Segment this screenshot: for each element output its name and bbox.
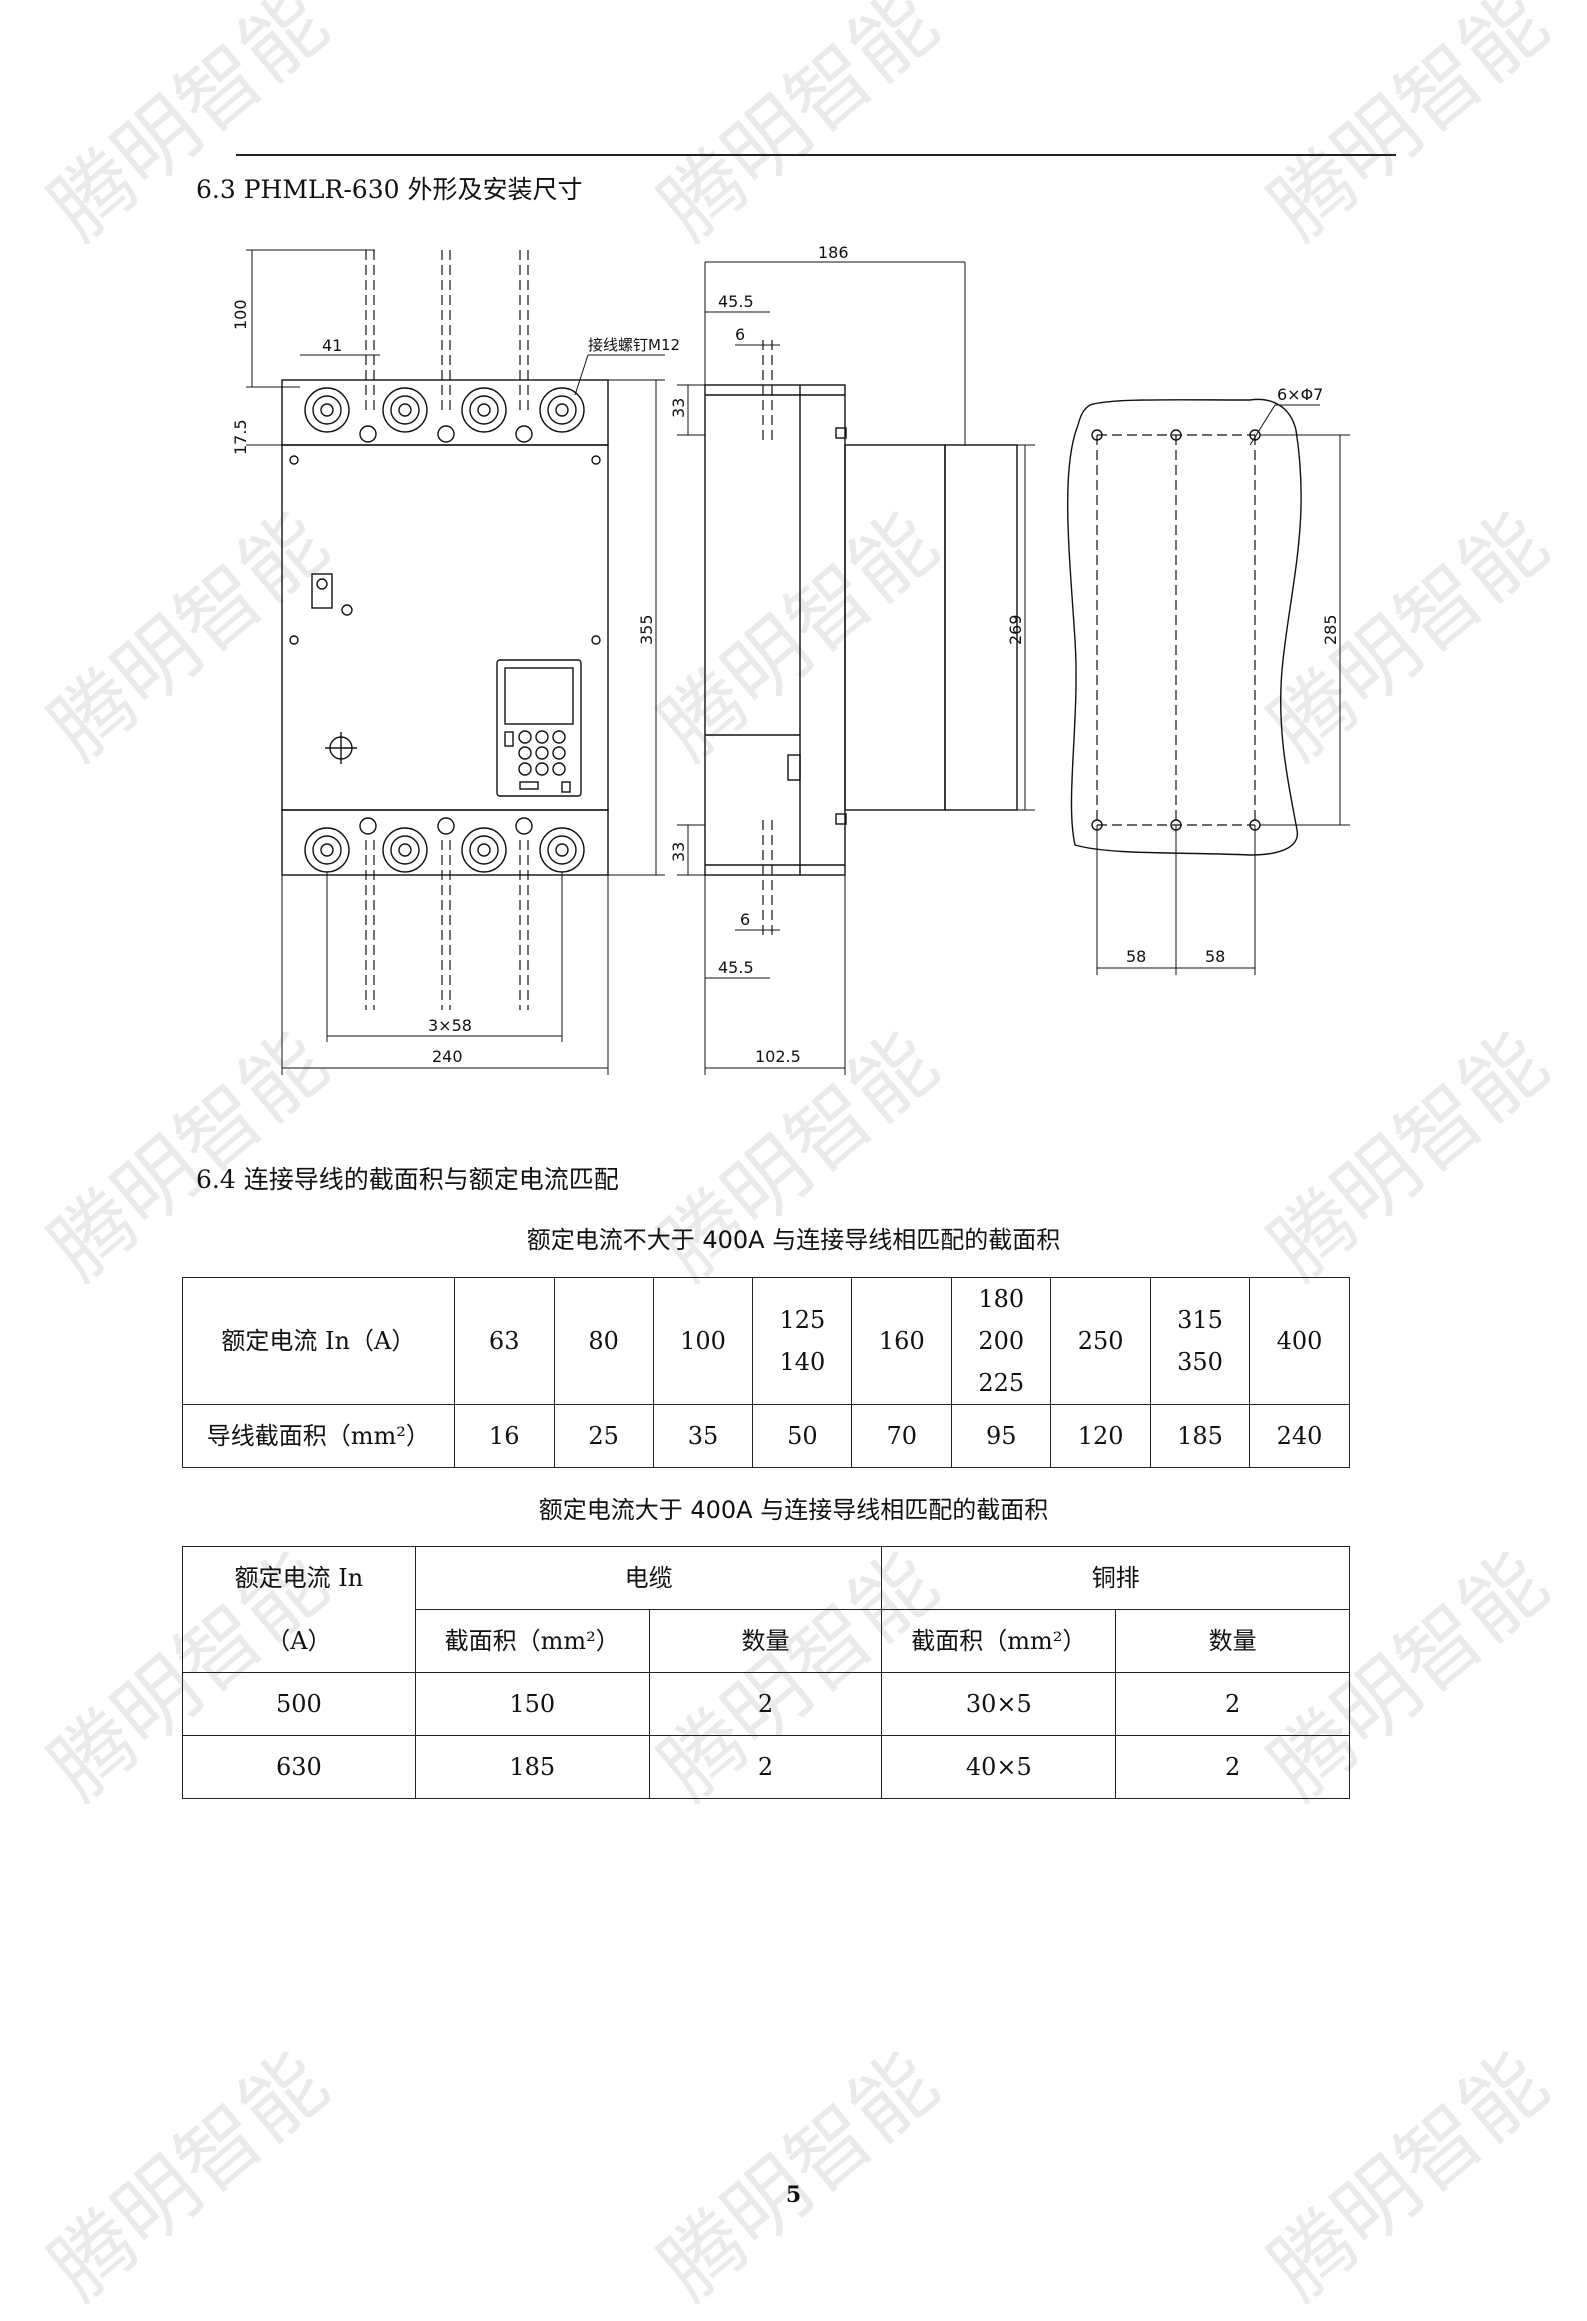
table2-cell: 2 [648,1672,883,1736]
dim-33-top: 33 [669,398,688,418]
table2-cell: 30×5 [881,1672,1117,1736]
dimension-drawing: 100 17.5 41 接线螺钉M12 [231,243,1350,1075]
table2-cell: 185 [414,1735,650,1799]
table2-header-current-unit: （A） [182,1609,416,1673]
document-page: 腾明智能 腾明智能 腾明智能 腾明智能 腾明智能 腾明智能 腾明智能 腾明智能 … [33,0,1565,2318]
dim-58-right: 58 [1205,947,1225,966]
dim-6-bottom: 6 [740,910,750,929]
dim-45-5-top: 45.5 [718,292,754,311]
side-view: 186 45.5 6 33 [669,243,1035,1075]
watermark: 腾明智能 [1252,2034,1566,2319]
table2-header-cable: 电缆 [414,1546,883,1610]
table2-sub-area-copper: 截面积（mm²） [881,1609,1117,1673]
table2-cell: 2 [1115,1735,1350,1799]
front-view: 100 17.5 41 接线螺钉M12 [231,249,680,1075]
table-row: 500 150 2 30×5 2 [182,1672,1350,1736]
table1-area-row: 导线截面积（mm²） 16 25 35 50 70 95 120 185 240 [182,1404,1350,1468]
dim-45-5-bottom: 45.5 [718,958,754,977]
table1-cell: 120 [1050,1404,1152,1468]
dim-33-bottom: 33 [669,842,688,862]
table1-cell: 250 [1050,1277,1152,1405]
table-row: 630 185 2 40×5 2 [182,1735,1350,1799]
table1-cell: 35 [652,1404,754,1468]
table2-cell: 630 [182,1735,416,1799]
table1-cell: 185 [1150,1404,1251,1468]
dim-240: 240 [432,1047,463,1066]
terminal-screw-label: 接线螺钉M12 [588,336,680,354]
table1-cell: 63 [453,1277,555,1405]
table1-row-header: 额定电流 In（A） [182,1277,455,1405]
section-title-6-3: 6.3 PHMLR-630 外形及安装尺寸 [196,175,583,204]
current-area-table-large: 额定电流 In 电缆 铜排 （A） 截面积（mm²） 数量 截面积（mm²） 数… [182,1546,1350,1799]
dim-6-top: 6 [735,325,745,344]
table1-cell: 95 [951,1404,1052,1468]
table1-row-header: 导线截面积（mm²） [182,1404,455,1468]
table1-cell: 70 [851,1404,953,1468]
table2-cell: 2 [1115,1672,1350,1736]
table1-cell: 50 [752,1404,853,1468]
table1-cell: 100 [652,1277,754,1405]
table1-cell: 80 [553,1277,654,1405]
dim-102-5: 102.5 [755,1047,801,1066]
watermark: 腾明智能 [642,2034,956,2319]
section-title-6-4: 6.4 连接导线的截面积与额定电流匹配 [196,1165,619,1194]
table1-cell: 16 [453,1404,555,1468]
table2-cell: 150 [414,1672,650,1736]
dim-269: 269 [1006,614,1025,645]
table2-sub-area-cable: 截面积（mm²） [414,1609,650,1673]
dim-58-left: 58 [1126,947,1146,966]
table2-header-current: 额定电流 In [182,1546,416,1610]
table1-caption: 额定电流不大于 400A 与连接导线相匹配的截面积 [526,1226,1061,1254]
table1-cell: 25 [553,1404,654,1468]
table2-cell: 2 [648,1735,883,1799]
table2-caption: 额定电流大于 400A 与连接导线相匹配的截面积 [538,1496,1049,1524]
dim-100: 100 [231,299,250,330]
table2-sub-qty-cable: 数量 [648,1609,883,1673]
table2-cell: 500 [182,1672,416,1736]
table2-cell: 40×5 [881,1735,1117,1799]
table1-cell: 160 [851,1277,953,1405]
table2-header-copper: 铜排 [881,1546,1350,1610]
mounting-view: 6×Φ7 285 58 58 [1067,385,1350,975]
page-number: 5 [785,2182,802,2208]
table1-cell: 240 [1249,1404,1350,1468]
watermark: 腾明智能 [32,2034,346,2319]
dim-186: 186 [818,243,849,262]
table1-cell: 400 [1249,1277,1350,1405]
dim-285: 285 [1321,614,1340,645]
dim-355: 355 [637,614,656,645]
table2-sub-qty-copper: 数量 [1115,1609,1350,1673]
dim-41: 41 [322,336,342,355]
dim-17-5: 17.5 [231,419,250,455]
dim-3x58: 3×58 [428,1016,472,1035]
hole-spec-label: 6×Φ7 [1277,385,1323,404]
header-rule [236,154,1396,156]
